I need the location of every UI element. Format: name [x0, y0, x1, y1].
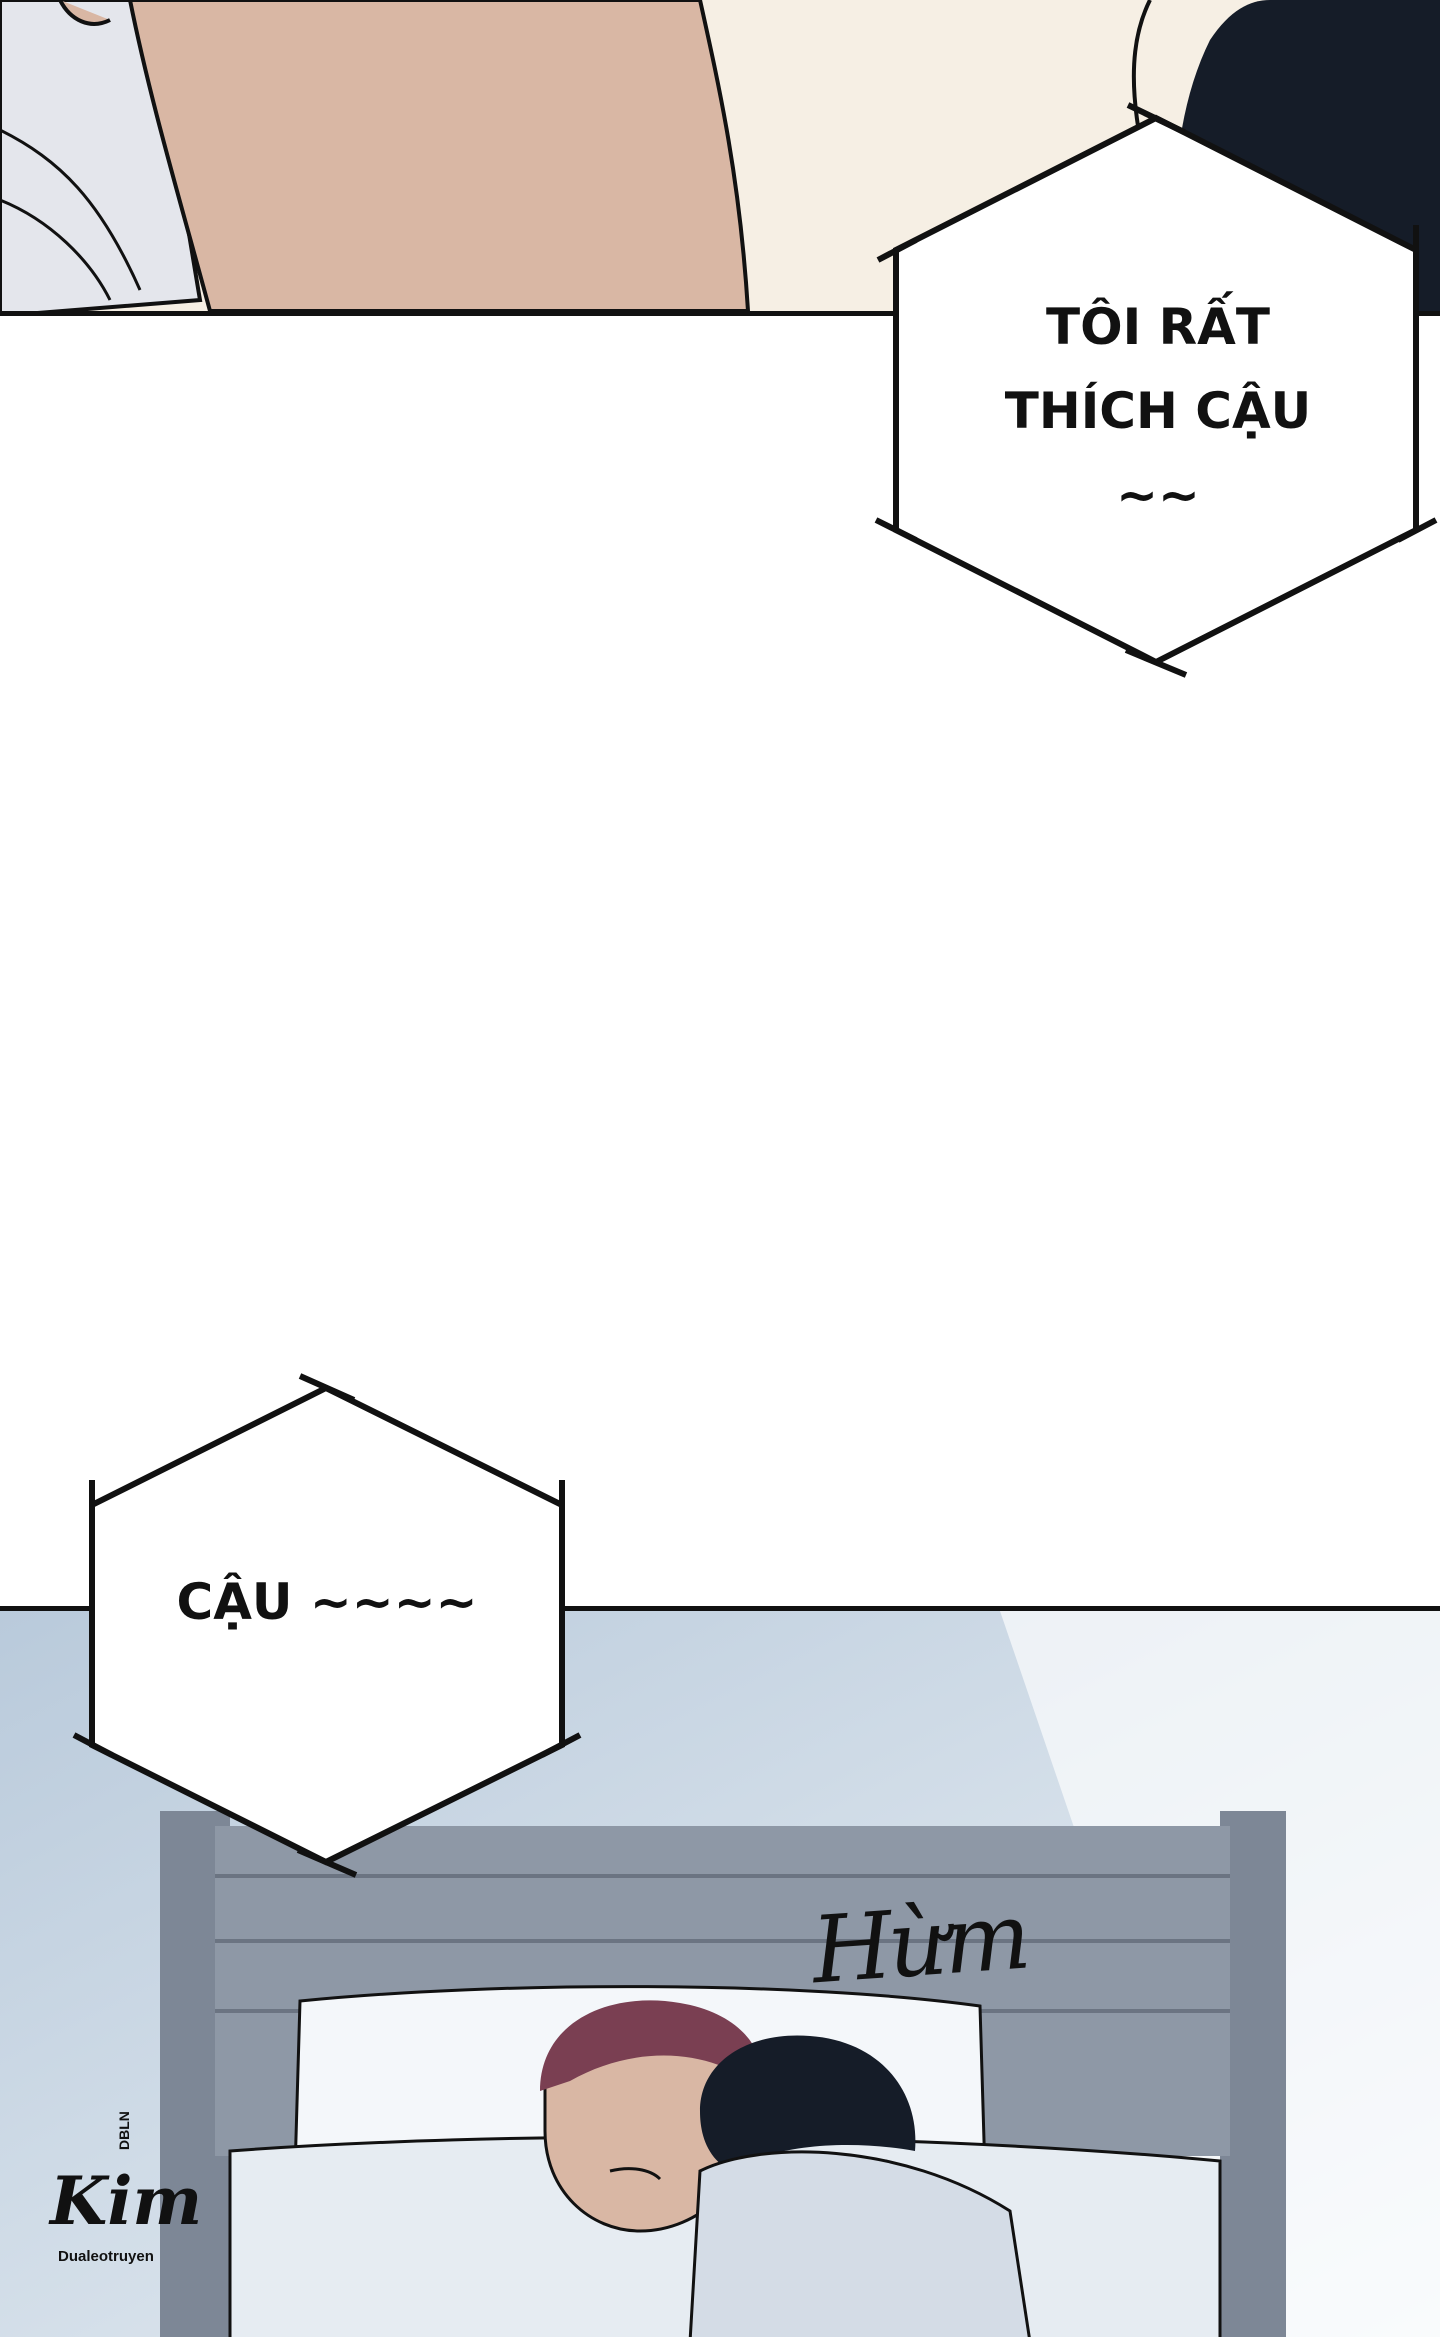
collar-line-2 [0, 198, 112, 301]
dark-hair-head [700, 2035, 916, 2171]
bottom-panel [0, 1606, 1440, 2337]
ear-shape [58, 0, 111, 26]
red-hair [540, 2000, 762, 2091]
watermark-logo: Kim DBLN Dualeotruyen [44, 2111, 202, 2280]
speech-text-bottom: CẬU ~~~~ [176, 1573, 478, 1631]
speech-bubble-top: TÔI RẤT THÍCH CẬU ~~ [868, 102, 1440, 678]
watermark-small: DBLN [116, 2111, 132, 2150]
sound-effect-text: Hừm [808, 1882, 1031, 2005]
bed-post-right [1220, 1811, 1286, 2337]
watermark-main: Kim [50, 2162, 203, 2240]
face-skin-shape [127, 0, 751, 311]
watermark-sub: Dualeotruyen [58, 2248, 154, 2265]
hexagon-bubble-shape [72, 1373, 582, 1878]
speech-bubble-bottom: CẬU ~~~~ [72, 1373, 582, 1878]
hexagon-bubble-shape [874, 102, 1438, 678]
speech-text-top: TÔI RẤT THÍCH CẬU ~~ [868, 285, 1440, 537]
bedroom-art [0, 1611, 1440, 2337]
speech-line-2: THÍCH CẬU [1004, 382, 1312, 440]
collar-line [0, 128, 142, 291]
hoodie [688, 2150, 1031, 2337]
mouth-line [609, 2167, 662, 2181]
speech-line-1: TÔI RẤT [1046, 298, 1270, 356]
speech-line-3: ~~ [1116, 466, 1200, 524]
